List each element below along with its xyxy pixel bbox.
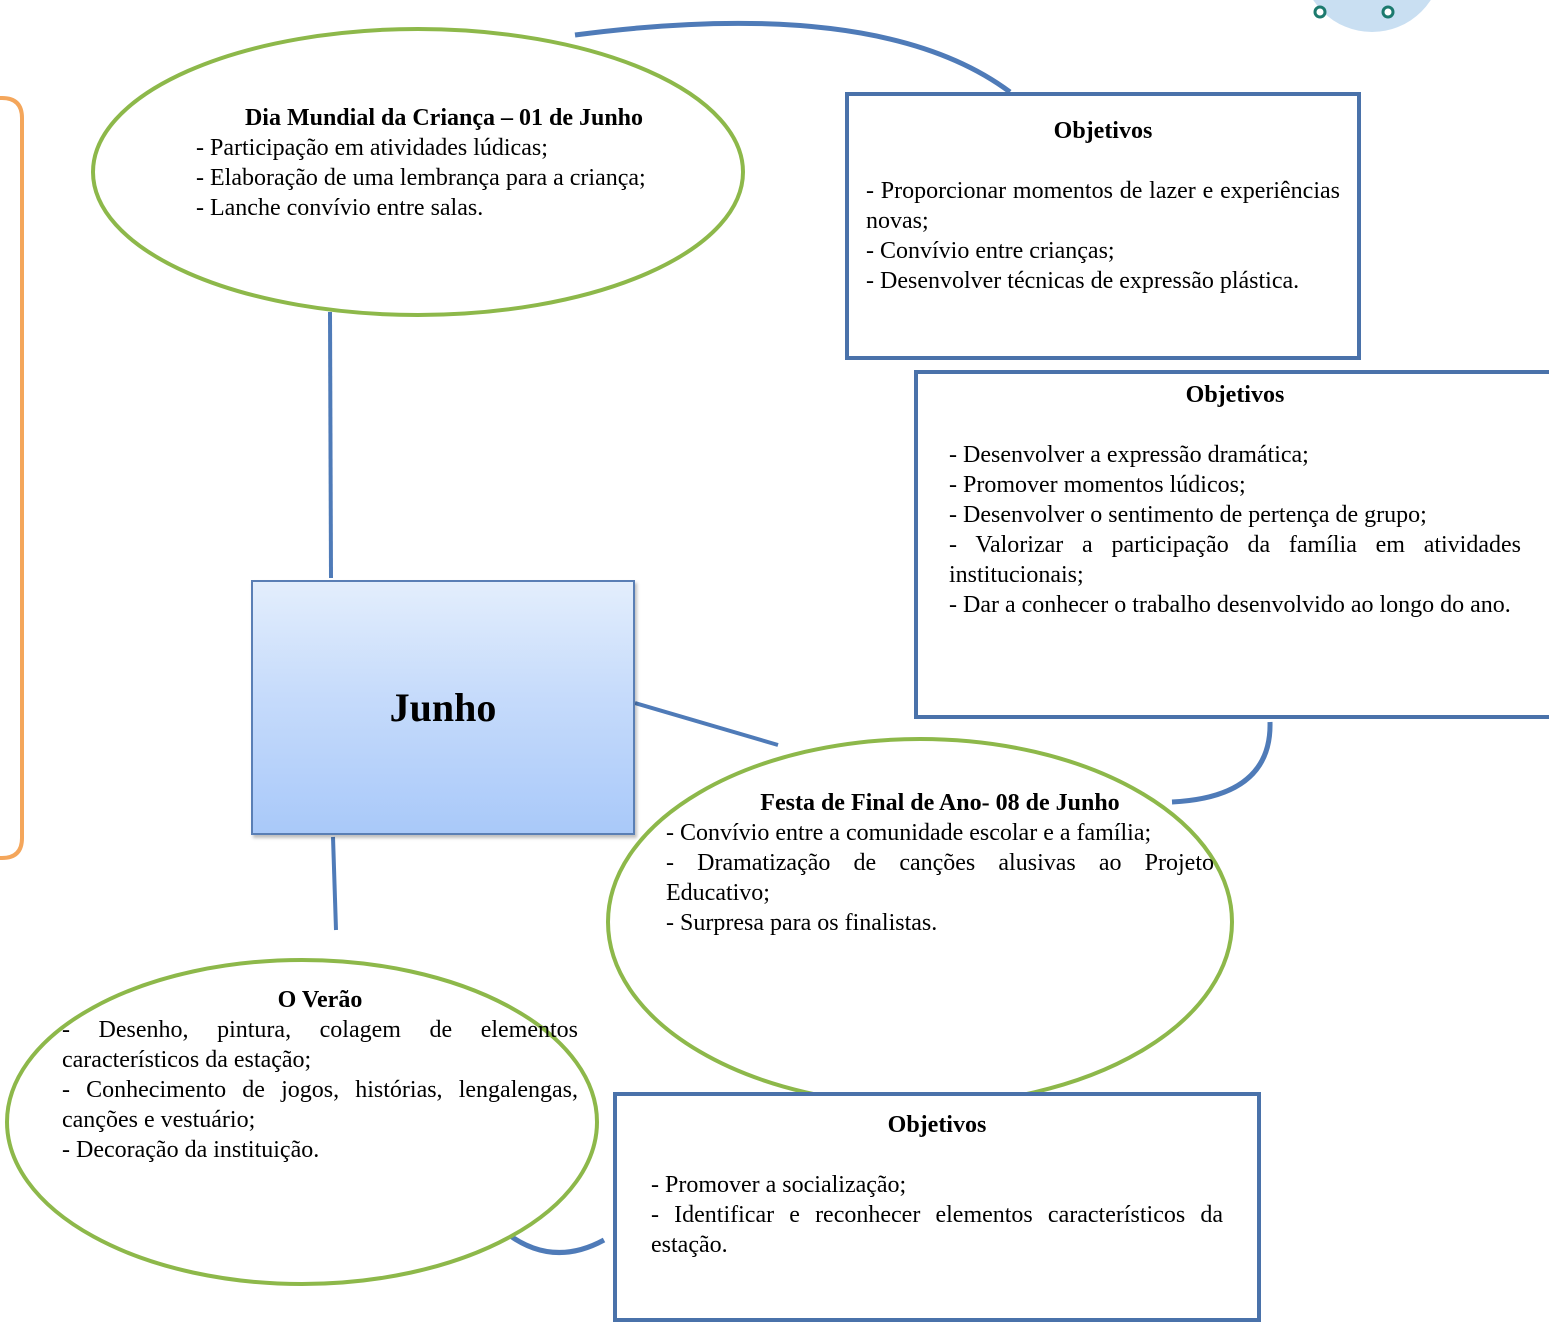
festa-line: - Dramatização de canções alusivas ao Pr… bbox=[666, 850, 1214, 906]
connector-festa-objetivos bbox=[1171, 721, 1273, 805]
verao-line: - Desenho, pintura, colagem de elementos… bbox=[62, 1017, 578, 1073]
objetivos-line: - Desenvolver a expressão dramática; bbox=[949, 442, 1309, 468]
objetivos-line: - Valorizar a participação da família em… bbox=[949, 532, 1521, 588]
verao-line: - Decoração da instituição. bbox=[62, 1137, 320, 1163]
objetivos-line: - Promover a socialização; bbox=[651, 1172, 907, 1198]
dia-crianca-title: Dia Mundial da Criança – 01 de Junho bbox=[244, 105, 644, 131]
verao-line: - Conhecimento de jogos, histórias, leng… bbox=[62, 1077, 578, 1133]
festa-line: - Convívio entre a comunidade escolar e … bbox=[666, 820, 1152, 846]
connector-dia-junho bbox=[328, 311, 333, 579]
center-label: Junho bbox=[389, 685, 497, 730]
festa-node: Festa de Final de Ano- 08 de Junho - Con… bbox=[666, 788, 1214, 938]
decorative-bus-icon bbox=[1313, 0, 1431, 32]
connector-dia-objetivos bbox=[574, 20, 1012, 95]
objetivos-box-3: Objetivos - Promover a socialização; - I… bbox=[613, 1092, 1261, 1322]
verao-node: O Verão - Desenho, pintura, colagem de e… bbox=[62, 985, 578, 1165]
ellipse-dia-crianca bbox=[91, 27, 745, 317]
connector-junho-festa bbox=[634, 701, 779, 747]
dia-crianca-line: - Lanche convívio entre salas. bbox=[196, 195, 484, 221]
dia-crianca-node: Dia Mundial da Criança – 01 de Junho - P… bbox=[196, 103, 692, 223]
objetivos-box-1: Objetivos - Proporcionar momentos de laz… bbox=[845, 92, 1361, 360]
dia-crianca-line: - Participação em atividades lúdicas; bbox=[196, 135, 548, 161]
verao-title: O Verão bbox=[277, 987, 363, 1013]
objetivos-line: - Dar a conhecer o trabalho desenvolvido… bbox=[949, 592, 1511, 618]
objetivos-line: - Convívio entre crianças; bbox=[866, 238, 1115, 264]
objetivos-title: Objetivos bbox=[1185, 382, 1285, 408]
festa-title: Festa de Final de Ano- 08 de Junho bbox=[760, 790, 1120, 816]
festa-line: - Surpresa para os finalistas. bbox=[666, 910, 938, 936]
objetivos-line: - Promover momentos lúdicos; bbox=[949, 472, 1246, 498]
objetivos-line: - Identificar e reconhecer elementos car… bbox=[651, 1202, 1223, 1258]
dia-crianca-line: - Elaboração de uma lembrança para a cri… bbox=[196, 165, 646, 191]
connector-junho-verao bbox=[331, 836, 338, 931]
objetivos-line: - Desenvolver técnicas de expressão plás… bbox=[866, 268, 1300, 294]
objetivos-title: Objetivos bbox=[1053, 118, 1153, 144]
objetivos-line: - Desenvolver o sentimento de pertença d… bbox=[949, 502, 1427, 528]
ellipse-verao bbox=[5, 958, 599, 1286]
objetivos-line: - Proporcionar momentos de lazer e exper… bbox=[866, 178, 1340, 234]
center-node-junho: Junho bbox=[251, 580, 635, 835]
objetivos-box-2: Objetivos - Desenvolver a expressão dram… bbox=[914, 370, 1549, 719]
orange-frame bbox=[0, 96, 24, 860]
objetivos-title: Objetivos bbox=[887, 1112, 987, 1138]
